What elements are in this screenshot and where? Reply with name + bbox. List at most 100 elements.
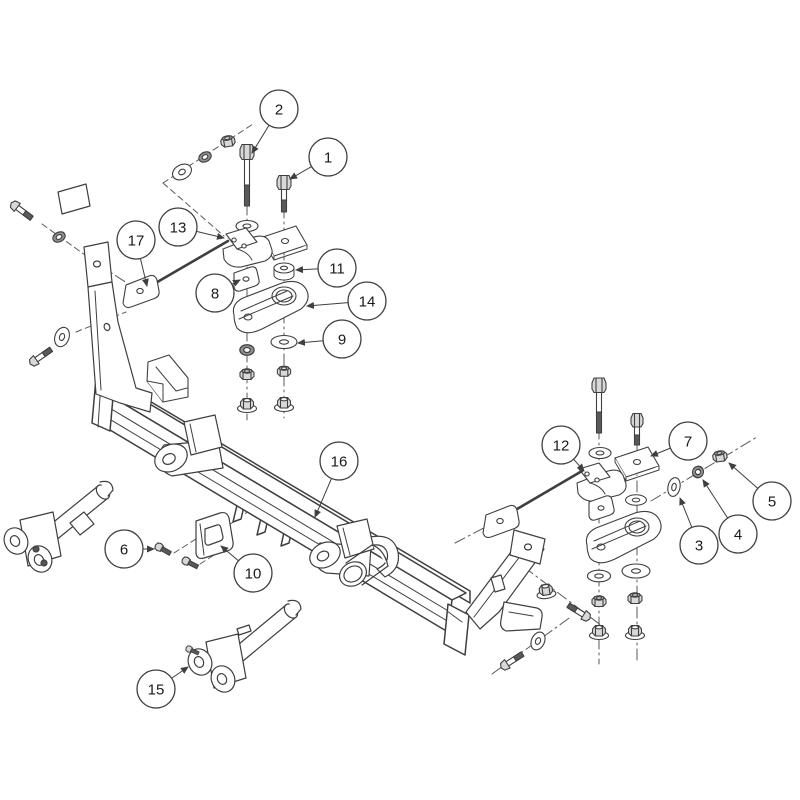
callout-16: 16 [314,441,359,518]
plate-slot [204,524,224,546]
clamp-bracket-13 [222,227,273,268]
square-nut-plate-shape [280,237,290,245]
main-frame-shape [100,413,450,623]
callout-circle-16 [319,441,359,481]
clevis-plate-right-shape [591,525,647,550]
lock-washer [196,149,214,165]
washer-mid-left [54,326,70,348]
callout-10: 10 [220,545,273,593]
receiver-tube-shape [345,544,373,564]
washer-9 [270,334,298,350]
callout-1: 1 [289,137,348,180]
callout-circle-11 [317,248,357,288]
receiver-tube-shape [371,544,389,567]
callout-6: 6 [104,529,155,569]
frame-support-bracket-shape [155,366,188,392]
callout-circle-2 [259,89,299,129]
callout-leader-13 [196,230,225,240]
clamp-upright [336,518,375,559]
rightend-fastener-group [497,582,594,673]
left-upright-bracket [57,183,153,413]
callout-circle-15 [136,669,176,709]
left-exploded-stack [222,143,309,414]
callout-7: 7 [650,421,708,461]
flange-nut [535,582,558,601]
callout-number-11: 11 [329,260,345,277]
axis-bolt-topleft [41,223,93,261]
flat-washer-shape [178,168,186,176]
callout-leader-9 [297,338,324,346]
right-exploded-stack [576,377,729,641]
callout-15: 15 [136,666,189,709]
callout-number-10: 10 [245,565,262,582]
clevis-hole [216,673,228,685]
bolt-long-right-shape [595,390,603,414]
callout-number-14: 14 [359,293,376,310]
callout-leader-17 [139,258,149,287]
hitch-pin-assembly-lower [184,599,302,693]
washer [530,631,546,651]
callout-number-17: 17 [128,232,145,249]
washer-shape [534,637,542,645]
callout-12: 12 [541,425,585,472]
frame-top-tab [490,574,506,593]
bolt-1 [276,174,292,213]
callout-number-9: 9 [338,331,346,348]
square-nut-plate-7-shape [632,458,642,466]
pin-collar [69,511,95,536]
callout-circle-4 [718,514,758,554]
strut-top-hole [523,543,533,551]
bolt-short-right-shape [633,434,641,446]
axis-rightend-a [523,566,603,627]
axis-screw-1 [173,536,200,554]
callout-circle-8 [195,273,235,313]
cover-plate-10-shape [199,523,205,556]
washer [625,494,647,506]
callout-circle-6 [104,529,144,569]
clamp-bracket-12-shape [594,477,600,483]
callout-circle-5 [752,481,792,521]
clevis-hole [193,656,205,668]
screw-6a [152,540,173,558]
callout-leader-7 [650,447,671,457]
callout-8: 8 [195,273,241,313]
clevis-plate-right-shape [593,520,641,542]
clamp-upright [183,414,223,456]
frame-top-face [103,384,467,601]
clip-pin [40,559,48,567]
clevis-plate-right [585,510,662,564]
frame-support-bracket-shape [146,380,164,403]
bolt-long-right [591,377,607,434]
clamp-bracket-13-shape [231,237,237,243]
bolt-short-right [630,412,644,446]
lock-nut [239,368,255,381]
pivot-hole [316,550,330,562]
bracket-ear [225,227,258,250]
callout-2: 2 [251,89,299,154]
callout-circle-7 [668,421,708,461]
bolt-mid-left [26,344,55,369]
frame-front-face [99,391,453,633]
receiver-tube-shape [343,565,363,583]
lock-nut [591,595,607,608]
bolt-long-right-shape [595,411,603,434]
callout-number-2: 2 [275,101,283,118]
linkage-rod-12-shape [496,517,504,525]
bolt-2 [239,143,255,207]
flat-washer [171,163,193,181]
flange-nut [236,397,258,414]
axis-bolt-midleft [75,311,127,333]
topleft-fastener-group [171,134,237,181]
bracket-top-flange [57,183,91,215]
callout-circle-10 [233,553,273,593]
bolt-short-right-shape [630,412,644,428]
pin-handle [99,480,114,497]
callout-number-6: 6 [120,541,128,558]
center-clamp-and-receiver [309,518,400,587]
left-pivot-clamp [154,414,224,477]
square-nut-plate-shape [273,244,308,261]
washer-mid-left-shape [58,332,66,342]
clevis-plate-14 [232,280,309,334]
lock-nut [627,592,643,605]
